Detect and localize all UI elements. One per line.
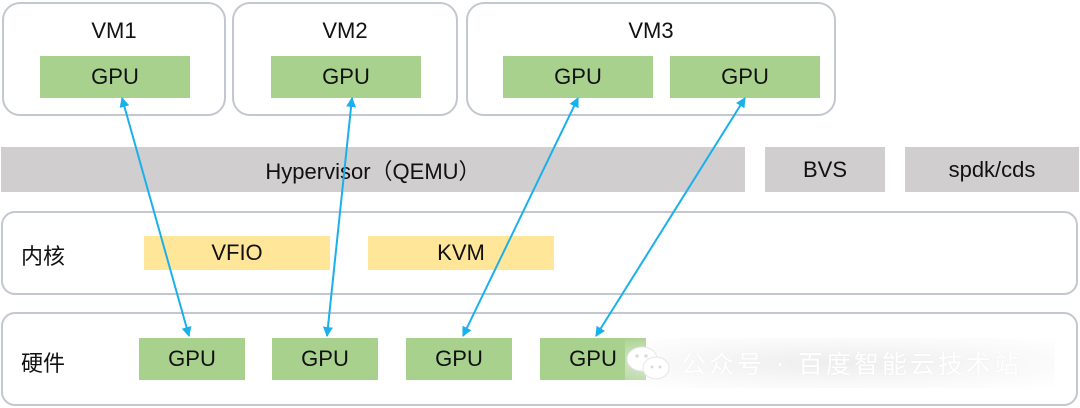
wechat-icon <box>626 346 670 380</box>
watermark: 公众号 · 百度智能云技术站 <box>625 338 1055 388</box>
vfio-module: VFIO <box>144 236 330 270</box>
hw-gpu-3: GPU <box>406 338 512 380</box>
kvm-module: KVM <box>368 236 554 270</box>
watermark-text: 公众号 · 百度智能云技术站 <box>681 350 1022 379</box>
vm2-title: VM2 <box>322 18 368 43</box>
vm3-title: VM3 <box>628 18 674 43</box>
hw-gpu-2: GPU <box>272 338 378 380</box>
vm1-title: VM1 <box>91 18 137 43</box>
vm3-gpu-2: GPU <box>670 56 820 98</box>
kernel-label: 内核 <box>21 244 66 269</box>
spdk-cds-bar: spdk/cds <box>905 147 1079 192</box>
bvs-bar: BVS <box>765 147 885 192</box>
vm1-gpu: GPU <box>40 56 190 98</box>
hypervisor-bar: Hypervisor（QEMU） <box>1 147 745 192</box>
hardware-label: 硬件 <box>21 351 66 376</box>
hw-gpu-1: GPU <box>139 338 245 380</box>
vm2-box: VM2 GPU <box>232 2 458 116</box>
vm2-gpu: GPU <box>271 56 421 98</box>
vm1-box: VM1 GPU <box>2 2 226 116</box>
vm3-gpu-1: GPU <box>503 56 653 98</box>
vm3-box: VM3 GPU GPU <box>466 2 836 116</box>
